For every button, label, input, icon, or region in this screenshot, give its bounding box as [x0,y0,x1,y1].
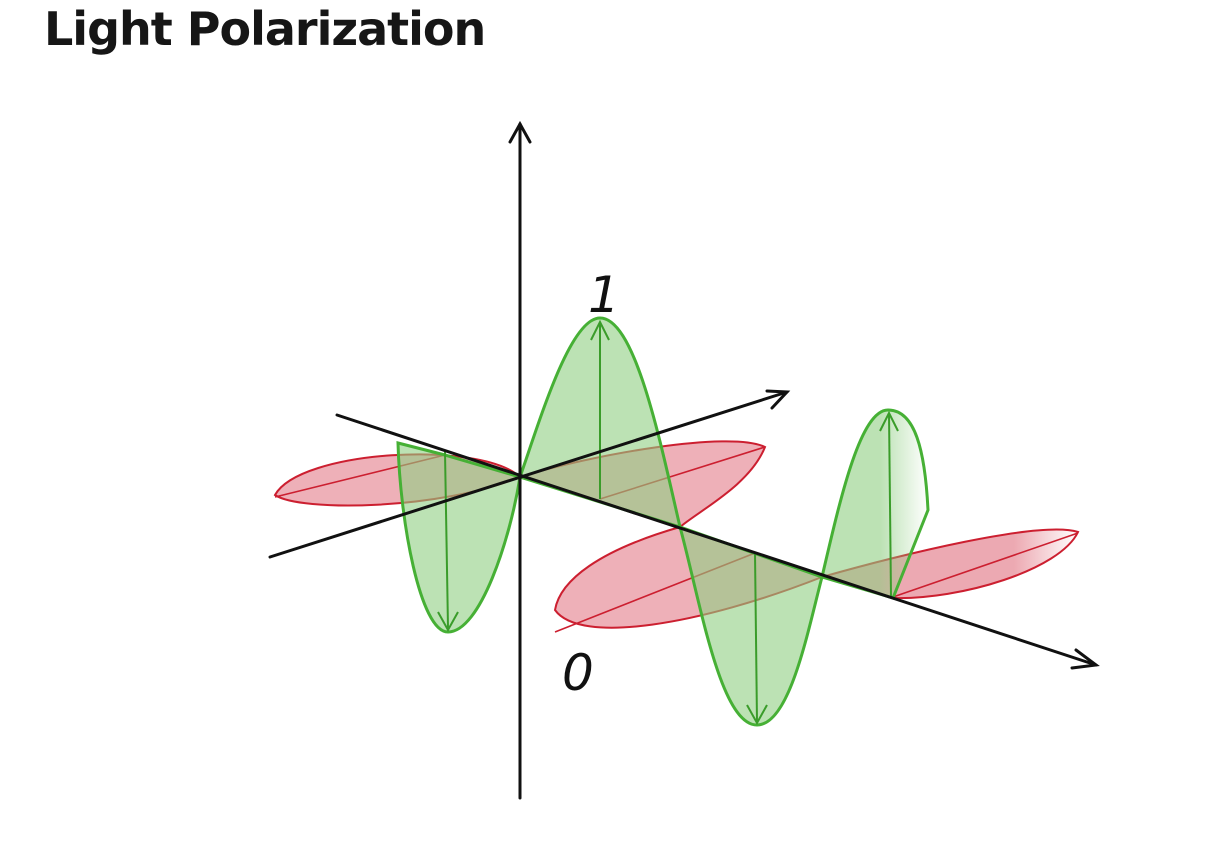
electric-lobe-1 [396,441,522,634]
depth-axis-arrowhead [765,389,791,410]
vertical-axis-arrowhead [508,120,532,144]
propagation-axis-arrowhead [1070,648,1100,670]
electric-lobe-3 [677,524,824,727]
depth-axis [268,390,789,559]
magnetic-field-wave [273,440,1080,633]
propagation-axis [335,413,1098,667]
electric-lobe-4 [820,408,930,600]
axes [268,120,1100,800]
electric-field-wave [396,316,930,727]
page-title: Light Polarization [44,2,486,56]
label-one: 1 [588,266,620,324]
label-zero: 0 [562,644,594,702]
